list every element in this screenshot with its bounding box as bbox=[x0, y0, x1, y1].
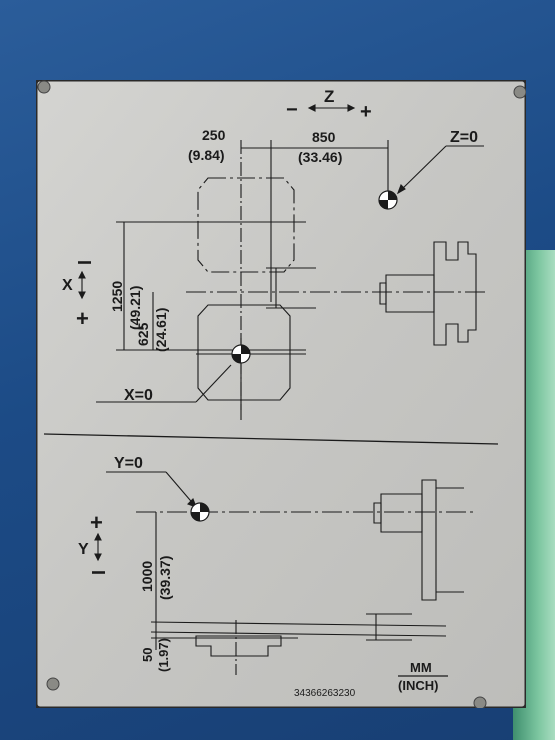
y-minus-label: I bbox=[89, 570, 109, 575]
dim-50-mm: 50 bbox=[140, 648, 155, 662]
dim-50-inch: (1.97) bbox=[156, 638, 171, 672]
rivet-bottom-right bbox=[473, 696, 487, 708]
dim-1250-mm: 1250 bbox=[109, 281, 125, 312]
dim-1250-inch: (49.21) bbox=[127, 286, 143, 330]
y-axis-arrow bbox=[94, 532, 102, 562]
z-minus-label: − bbox=[286, 99, 298, 121]
part-number: 34366263230 bbox=[294, 688, 356, 699]
dim-625-inch: (24.61) bbox=[153, 308, 169, 352]
lower-spindle-head bbox=[421, 479, 437, 601]
x-axis-arrow bbox=[78, 270, 86, 300]
machine-table-profile bbox=[195, 635, 282, 657]
dim-1000-mm: 1000 bbox=[139, 561, 155, 592]
dim-850-mm: 850 bbox=[312, 129, 336, 145]
dim-850-inch: (33.46) bbox=[298, 149, 342, 165]
axis-reference-plate: − Z + 250 (9.84) 850 (33.46) Z=0 1250 (4… bbox=[36, 80, 526, 708]
z-arrow-right-head bbox=[347, 104, 356, 112]
rivet-bottom-left bbox=[46, 677, 60, 691]
dim-625-mm: 625 bbox=[135, 322, 151, 346]
z-arrow-left-head bbox=[307, 104, 316, 112]
x-zero-label: X=0 bbox=[124, 387, 153, 404]
dim-250-mm: 250 bbox=[202, 127, 226, 143]
upper-spindle-head bbox=[433, 241, 477, 346]
dim-250-inch: (9.84) bbox=[188, 147, 225, 163]
y-plus-label: + bbox=[90, 510, 103, 535]
rivet-top-right bbox=[513, 85, 526, 99]
plate-background bbox=[36, 80, 526, 708]
x-axis-label: X bbox=[62, 277, 73, 294]
z-plus-label: + bbox=[360, 101, 372, 123]
dim-1000-inch: (39.37) bbox=[157, 556, 173, 600]
rivet-top-left bbox=[37, 80, 51, 94]
y-zero-target bbox=[190, 502, 210, 522]
lower-table-outline bbox=[197, 304, 291, 401]
z-axis-label: Z bbox=[324, 87, 334, 106]
y-axis-label: Y bbox=[78, 541, 89, 558]
units-mm-label: MM bbox=[410, 660, 432, 675]
section-divider bbox=[43, 433, 499, 445]
upper-table-outline bbox=[197, 177, 295, 273]
z-zero-target bbox=[378, 190, 398, 210]
units-inch-label: (INCH) bbox=[398, 678, 438, 693]
x-plus-label: + bbox=[76, 306, 89, 331]
x-zero-target bbox=[231, 344, 251, 364]
x-minus-label: I bbox=[75, 260, 95, 265]
z-zero-label: Z=0 bbox=[450, 129, 478, 146]
y-zero-label: Y=0 bbox=[114, 455, 143, 472]
